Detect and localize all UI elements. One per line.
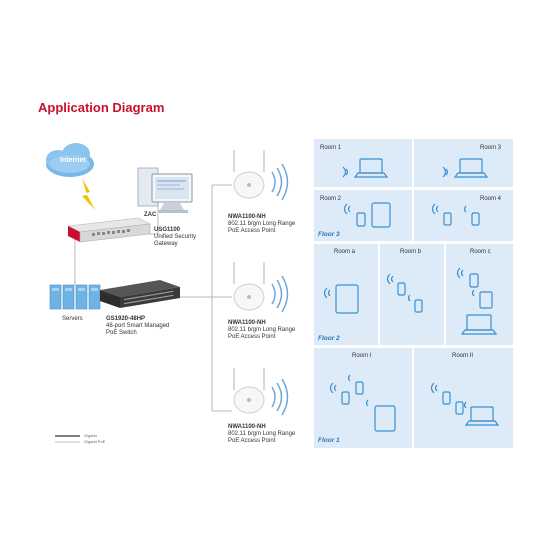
- room-name: Room 2: [320, 196, 342, 202]
- ap-desc-3b: PoE Access Point: [228, 438, 276, 444]
- laptop-icon: [464, 406, 500, 426]
- legend-gigabit-poe: Gigabit PoE: [84, 439, 106, 444]
- floor3-room-1: [314, 139, 412, 187]
- tablet-icon: [374, 405, 396, 432]
- phone-icon: [397, 282, 406, 296]
- phone-icon: [414, 299, 423, 313]
- computer-icon: [137, 167, 193, 213]
- ap-desc-1a: 802.11 b/g/n Long Range: [228, 221, 296, 227]
- switch-name: GS1920-48HP: [106, 316, 146, 322]
- phone-icon: [356, 212, 366, 227]
- room-name: Room 1: [320, 145, 342, 151]
- room-name: Room b: [400, 249, 422, 255]
- lightning-icon: [82, 178, 95, 210]
- laptop-icon: [453, 158, 489, 178]
- phone-icon: [355, 381, 364, 395]
- room-name: Room 4: [480, 196, 502, 202]
- wifi-icon: [430, 382, 467, 409]
- ap-name-1: NWA1100-NH: [228, 214, 266, 220]
- wifi-icon: [431, 203, 467, 215]
- switch-icon: [100, 280, 180, 308]
- switch-desc-2: PoE Switch: [106, 330, 137, 336]
- legend-gigabit: Gigabit: [84, 433, 97, 438]
- access-point-icon-2: [233, 262, 289, 313]
- usg-desc-2: Gateway: [154, 241, 178, 247]
- floor1-room-ii: [414, 348, 513, 448]
- room-name: Room I: [352, 353, 372, 359]
- phone-icon: [469, 273, 479, 288]
- phone-icon: [442, 391, 451, 405]
- phone-icon: [455, 401, 464, 415]
- phone-icon: [443, 212, 452, 226]
- floor2-room-b: [380, 244, 444, 345]
- ap-name-3: NWA1100-NH: [228, 424, 266, 430]
- access-point-icon-1: [233, 150, 289, 201]
- wifi-icon: [386, 273, 411, 302]
- wifi-icon: [456, 267, 475, 297]
- tablet-icon: [479, 291, 493, 309]
- ap-label-2: NWA1100-NH 802.11 b/g/n Long Range PoE A…: [228, 320, 295, 341]
- floor1-room-i: [314, 348, 412, 448]
- laptop-icon: [353, 158, 389, 178]
- zac-label: ZAC: [144, 212, 157, 218]
- switch-label: GS1920-48HP 48-port Smart Managed PoE Sw…: [106, 316, 169, 337]
- internet-label: Internet: [60, 157, 86, 164]
- ap-desc-1b: PoE Access Point: [228, 228, 276, 234]
- room-name: Room a: [334, 249, 356, 255]
- floor3-room-2: [314, 190, 412, 241]
- floor-label: Floor 1: [318, 437, 340, 444]
- tablet-icon: [335, 284, 359, 314]
- usg-name: USG1100: [154, 227, 181, 233]
- phone-icon: [341, 391, 350, 405]
- room-name: Room c: [470, 249, 491, 255]
- access-point-icon-3: [233, 368, 289, 416]
- ap-desc-2a: 802.11 b/g/n Long Range: [228, 327, 296, 333]
- wifi-icon: [442, 166, 449, 178]
- servers-icon: [49, 284, 101, 310]
- room-name: Room II: [452, 353, 474, 359]
- wifi-icon: [343, 203, 351, 215]
- wifi-icon: [342, 166, 349, 178]
- usg-desc-1: Unified Security: [154, 234, 197, 240]
- laptop-icon: [460, 314, 498, 335]
- cloud-icon: [46, 143, 94, 177]
- wifi-icon: [323, 287, 331, 299]
- floor-label: Floor 3: [318, 231, 340, 238]
- phone-icon: [471, 212, 480, 226]
- floor3-room-3: [414, 139, 513, 187]
- tablet-icon: [371, 202, 391, 228]
- diagram-title: Application Diagram: [38, 100, 165, 115]
- floor3-room-4: [414, 190, 513, 241]
- servers-label: Servers: [62, 316, 83, 322]
- ap-label-1: NWA1100-NH 802.11 b/g/n Long Range PoE A…: [228, 214, 295, 235]
- room-name: Room 3: [480, 145, 502, 151]
- ap-label-3: NWA1100-NH 802.11 b/g/n Long Range PoE A…: [228, 424, 295, 445]
- ap-name-2: NWA1100-NH: [228, 320, 266, 326]
- wifi-icon: [329, 374, 369, 407]
- floor-label: Floor 2: [318, 335, 340, 342]
- usg-label: USG1100 Unified Security Gateway: [154, 227, 196, 248]
- switch-desc-1: 48-port Smart Managed: [106, 323, 170, 329]
- ap-desc-3a: 802.11 b/g/n Long Range: [228, 431, 296, 437]
- ap-desc-2b: PoE Access Point: [228, 334, 276, 340]
- usg-gateway-icon: [66, 217, 152, 243]
